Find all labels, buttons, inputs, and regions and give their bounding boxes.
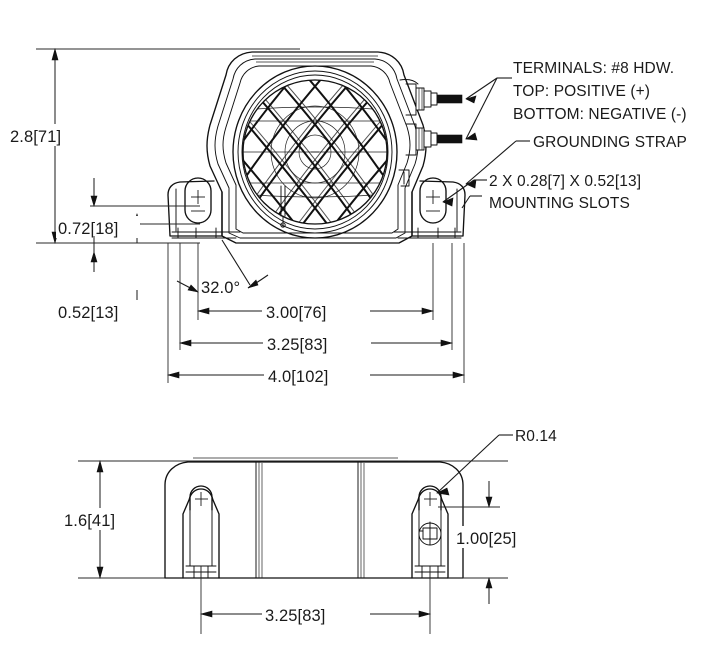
grounding-strap-shape [398,169,410,187]
right-mounting-slot [419,177,447,224]
note-slots-line2: MOUNTING SLOTS [489,195,630,212]
grille-bezel-outer [232,65,398,239]
dim-height-text-bg [8,124,76,146]
note-grounding-strap: GROUNDING STRAP [533,134,687,151]
dim-slot-depth: 1.00[25] [438,481,540,604]
terminal-boss-top [405,83,417,116]
front-dim-extension-lines [167,243,465,383]
dim-4p0-arrow-right [452,371,466,379]
bv-left-slot-top [189,485,213,511]
angle-arc-arrow [247,279,259,289]
bv-body [164,457,464,579]
dim-4p0-text-bg [264,364,370,386]
dim-0p52-text-bg [56,300,140,322]
dim-overall-width-text: 4.0[102] [268,368,328,386]
terminals-group [399,79,463,156]
grille-rim [242,79,388,225]
angle-callout: 32.0° [176,239,269,297]
grounding-leader-diag [465,140,517,185]
note-terminals-line1: TERMINALS: #8 HDW. [513,60,674,77]
dim-height-overall-text: 2.8[71] [10,128,61,146]
dim-3p25-arrow-left [178,339,192,347]
grille-bezel-inner-2 [241,74,389,230]
terminals-leader-a [465,77,498,100]
terminals-leader-b [465,77,498,140]
bv-right-foot [411,485,449,579]
dim-1p6-text-bg [62,508,128,530]
note-slots-line1: 2 X 0.28[7] X 0.52[13] [489,173,641,190]
r014-arrow [436,487,450,496]
dim-foot-to-slot: 0.72[18] [56,178,200,252]
angle-text: 32.0° [201,279,240,297]
dim-foot-to-slot-text: 0.72[18] [58,220,118,238]
terminals-arrow-a [465,95,477,104]
r014-leader-diag [436,434,500,494]
dim-overall-width: 4.0[102] [166,364,466,386]
dim-0p52-arrow [90,250,98,263]
dim-1p00-arrow-down [485,496,493,509]
dim-4p0-arrow-left [166,371,180,379]
dim-1p6-arrow-top [96,459,104,473]
corner-radius-callout: R0.14 [436,428,557,496]
dim-bv-3p25-text-bg [262,603,370,625]
dim-depth-overall: 1.6[41] [62,459,128,580]
dim-bv-3p25-arrow-left [199,610,213,618]
bottom-view: 1.6[41] R0.14 1.00[25] [62,428,557,634]
housing-shell-offset-2 [222,65,411,234]
dim-slot-depth-text: 1.00[25] [456,530,516,548]
dim-height-arrow-top [51,47,59,61]
grille-detail-ribs [280,185,286,228]
callout-leaders [442,77,530,209]
dim-base-thickness: 0.52[13] [56,250,140,322]
dim-1p00-arrow-up [485,576,493,589]
note-terminals-line3: BOTTOM: NEGATIVE (-) [513,106,687,123]
dim-base-thickness-text: 0.52[13] [58,304,118,322]
terminal-positive [415,87,463,111]
terminals-arrow-b [465,132,478,141]
terminal-boss-bottom [405,123,417,156]
dim-mount-width: 3.25[83] [178,332,454,354]
slots-leader2-diag [461,195,471,209]
angle-leader-left-arrow [187,284,199,293]
dim-0p72-text-bg [56,216,140,238]
dim-slot-center-span-text: 3.00[76] [266,304,326,322]
front-view: TERMINALS: #8 HDW. TOP: POSITIVE (+) BOT… [8,47,687,386]
slots-arrow [442,197,454,207]
angle-leader-right [221,239,251,286]
dim-height-overall: 2.8[71] [8,47,76,245]
dim-slot-center-span: 3.00[76] [196,300,435,322]
left-mounting-slot [184,177,212,224]
dim-depth-overall-text: 1.6[41] [64,512,115,530]
dim-bv-3p25-arrow-right [418,610,432,618]
terminal-boss-fillet [399,79,419,85]
slots-leader-diag [442,179,475,203]
dim-mount-span-bottom: 3.25[83] [199,566,432,634]
grounding-strap [398,169,410,187]
dim-mount-width-text: 3.25[83] [267,336,327,354]
note-terminals-line2: TOP: POSITIVE (+) [513,83,650,100]
dim-0p72-arrow-down [90,195,98,208]
dim-3p00-arrow-left [196,307,210,315]
left-foot-outline [167,180,223,237]
grille-bezel-inner [237,70,393,234]
dim-3p25-arrow-right [440,339,454,347]
dim-1p00-text-bg [454,526,540,548]
dim-3p00-arrow-right [421,307,435,315]
corner-radius-text: R0.14 [515,428,557,445]
dim-3p00-text-bg [262,300,370,322]
bv-body-outline [164,461,464,579]
dim-1p6-arrow-bottom [96,566,104,580]
dim-mount-span-bottom-text: 3.25[83] [265,607,325,625]
dim-3p25-text-bg [263,332,371,354]
bv-right-slot-top [418,485,442,511]
